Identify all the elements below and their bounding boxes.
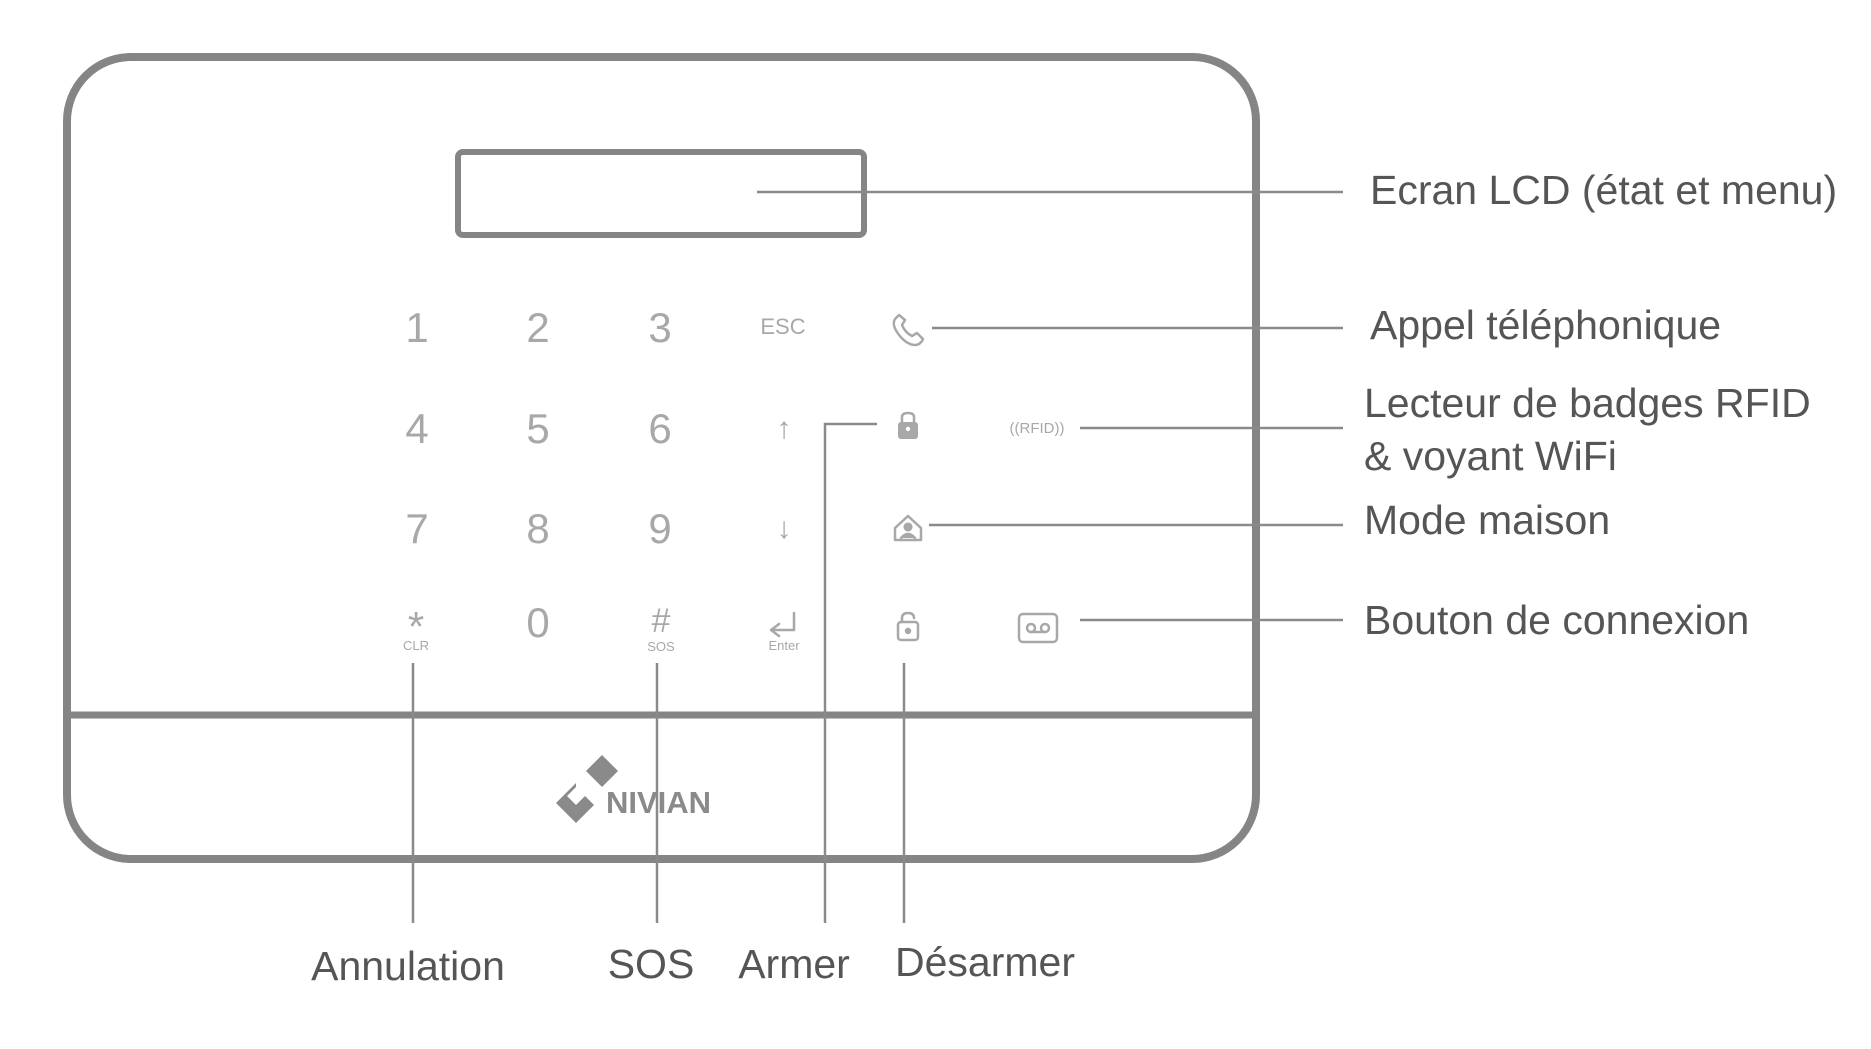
enter-arrow-icon [769, 611, 796, 638]
key-8[interactable]: 8 [526, 505, 549, 552]
tape-icon[interactable] [1017, 612, 1059, 644]
key-enter[interactable]: Enter [768, 611, 800, 653]
home-mode-icon[interactable] [893, 514, 923, 542]
label-connect: Bouton de connexion [1364, 597, 1749, 643]
key-hash-label: SOS [647, 639, 675, 654]
brand-name: NIVIAN [606, 785, 711, 820]
key-enter-label: Enter [768, 638, 800, 653]
label-home: Mode maison [1364, 497, 1610, 543]
key-2[interactable]: 2 [526, 304, 549, 351]
phone-icon[interactable] [892, 313, 925, 347]
key-0[interactable]: 0 [526, 599, 549, 646]
device-body [63, 53, 1260, 863]
key-star-label: CLR [403, 638, 429, 653]
key-1[interactable]: 1 [405, 304, 428, 351]
lcd-screen [455, 149, 867, 238]
key-hash[interactable]: # [652, 602, 671, 640]
key-5[interactable]: 5 [526, 405, 549, 452]
key-star[interactable]: * [408, 603, 424, 650]
key-esc[interactable]: ESC [760, 314, 805, 339]
key-9[interactable]: 9 [648, 505, 671, 552]
key-7[interactable]: 7 [405, 505, 428, 552]
key-down[interactable]: ↓ [777, 512, 792, 545]
label-rfid-1: Lecteur de badges RFID [1364, 380, 1811, 426]
lead-arm [823, 422, 877, 923]
lock-open-icon[interactable] [896, 611, 920, 642]
label-sos: SOS [608, 941, 695, 987]
key-up[interactable]: ↑ [777, 412, 792, 445]
rfid-reader-icon: ((RFID)) [1010, 420, 1065, 437]
key-3[interactable]: 3 [648, 304, 671, 351]
label-call: Appel téléphonique [1370, 302, 1721, 348]
logo-mark-icon [556, 783, 594, 823]
label-arm: Armer [738, 941, 850, 987]
label-rfid-2: & voyant WiFi [1364, 433, 1617, 479]
label-lcd: Ecran LCD (état et menu) [1370, 167, 1837, 213]
label-disarm: Désarmer [895, 939, 1075, 985]
key-4[interactable]: 4 [405, 405, 428, 452]
lock-closed-icon[interactable] [898, 411, 918, 439]
logo-mark-accent-icon [586, 755, 618, 787]
label-cancel: Annulation [311, 943, 505, 989]
key-6[interactable]: 6 [648, 405, 671, 452]
nivian-logo: NIVIAN [556, 755, 711, 823]
